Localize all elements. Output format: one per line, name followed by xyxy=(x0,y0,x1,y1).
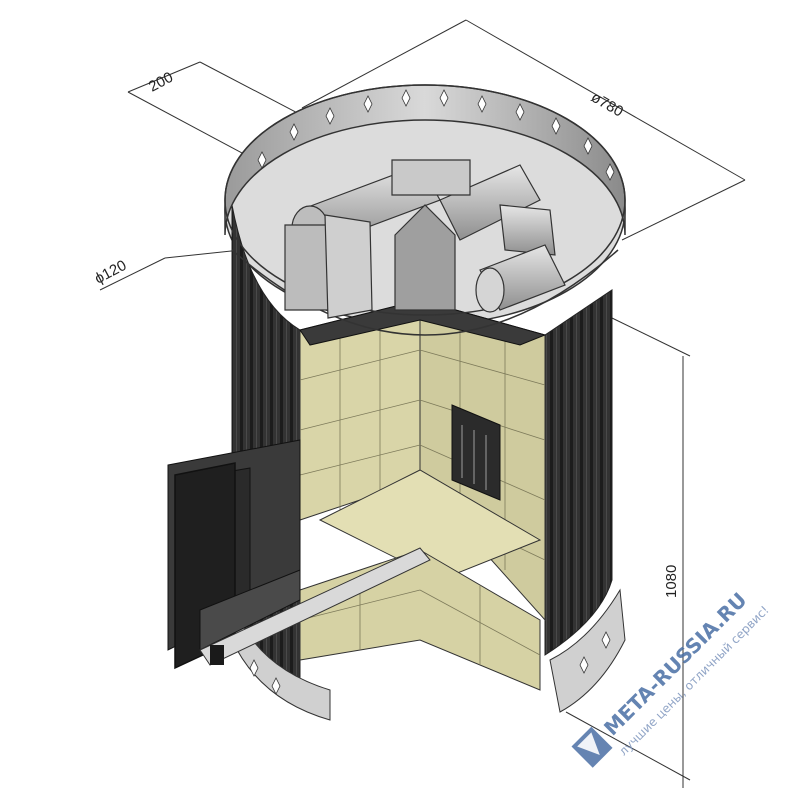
flue-pipes xyxy=(284,159,566,319)
dimension-lines xyxy=(99,19,746,788)
ring-perforations xyxy=(257,89,615,181)
dim-height-label: 1080 xyxy=(663,565,680,598)
watermark-logo xyxy=(571,726,613,768)
dim-offset-label: 200 xyxy=(146,69,176,96)
firebox-door xyxy=(167,439,431,670)
bottom-perforated-ring xyxy=(231,588,626,721)
watermark-tagline: лучшие цены, отличный сервис! xyxy=(616,603,772,759)
dim-diameter-label: ø780 xyxy=(588,89,626,121)
dim-pipe-label: ϕ120 xyxy=(92,257,130,288)
watermark: META-RUSSIA.RU лучшие цены, отличный сер… xyxy=(571,588,772,768)
